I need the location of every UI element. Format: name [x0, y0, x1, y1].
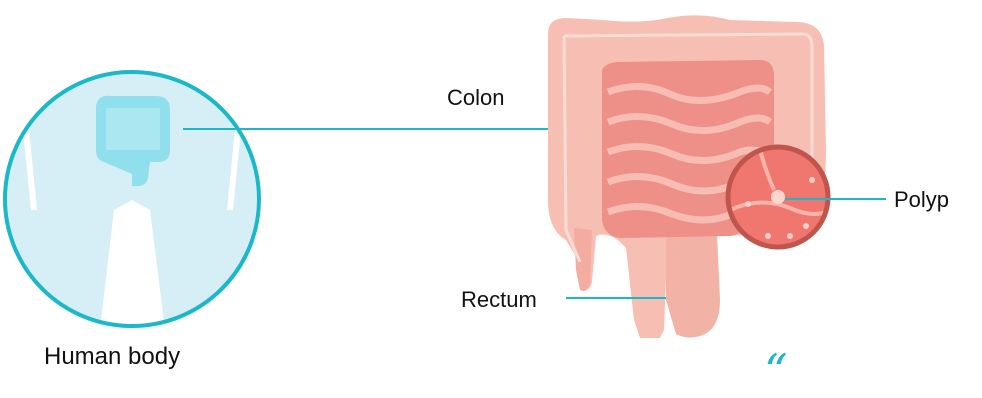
anatomy-diagram: Colon Rectum Polyp Human body “: [0, 0, 982, 373]
rectum-label: Rectum: [461, 287, 537, 313]
polyp-dot: [771, 190, 785, 204]
human-body-label: Human body: [44, 343, 180, 371]
colon-label: Colon: [447, 85, 504, 111]
polyp-label: Polyp: [894, 187, 949, 213]
diagram-artwork: [0, 0, 982, 373]
quote-mark: “: [764, 348, 788, 394]
human-body-magnifier: [0, 60, 264, 330]
